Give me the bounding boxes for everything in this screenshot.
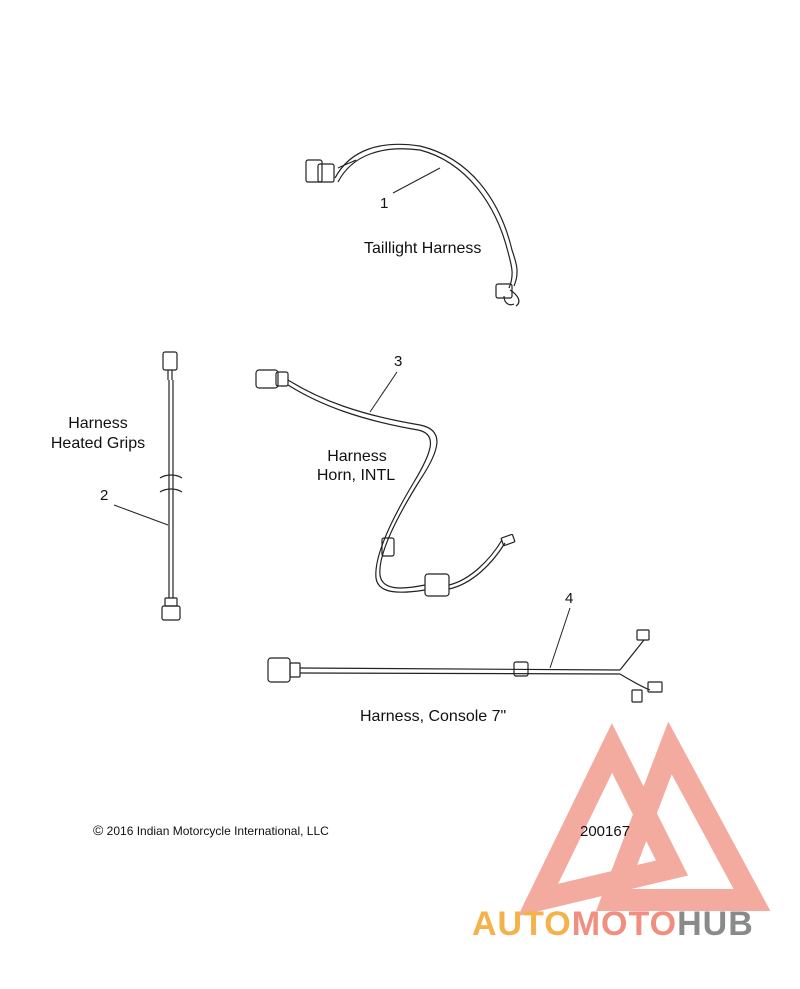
console-harness-drawing xyxy=(267,607,663,703)
copyright-symbol: © xyxy=(93,822,104,838)
callout-4: 4 xyxy=(565,590,574,607)
heated-grips-harness-drawing xyxy=(113,351,183,621)
taillight-harness-label: Taillight Harness xyxy=(364,240,482,257)
callout-1: 1 xyxy=(380,195,389,212)
horn-harness-drawing xyxy=(255,369,516,597)
heated-grips-label-line1: Harness xyxy=(68,415,128,432)
callout-3: 3 xyxy=(394,353,403,370)
copyright-notice: © 2016 Indian Motorcycle International, … xyxy=(93,822,329,838)
watermark-logo-triangles xyxy=(517,721,771,917)
watermark-part-moto: MOTO xyxy=(571,905,678,943)
watermark-part-auto: AUTO xyxy=(472,905,572,943)
horn-label-line2: Horn, INTL xyxy=(316,467,396,484)
callout-2: 2 xyxy=(100,487,109,504)
copyright-text: 2016 Indian Motorcycle International, LL… xyxy=(106,824,329,838)
taillight-harness-drawing xyxy=(305,143,520,307)
watermark-logo-text: AUTOMOTOHUB xyxy=(472,905,754,944)
watermark-part-hub: HUB xyxy=(677,905,754,943)
horn-label-line1: Harness xyxy=(327,448,387,465)
console-harness-label: Harness, Console 7" xyxy=(360,708,507,725)
figure-number: 200167 xyxy=(580,823,631,840)
heated-grips-label-line2: Heated Grips xyxy=(50,435,146,452)
